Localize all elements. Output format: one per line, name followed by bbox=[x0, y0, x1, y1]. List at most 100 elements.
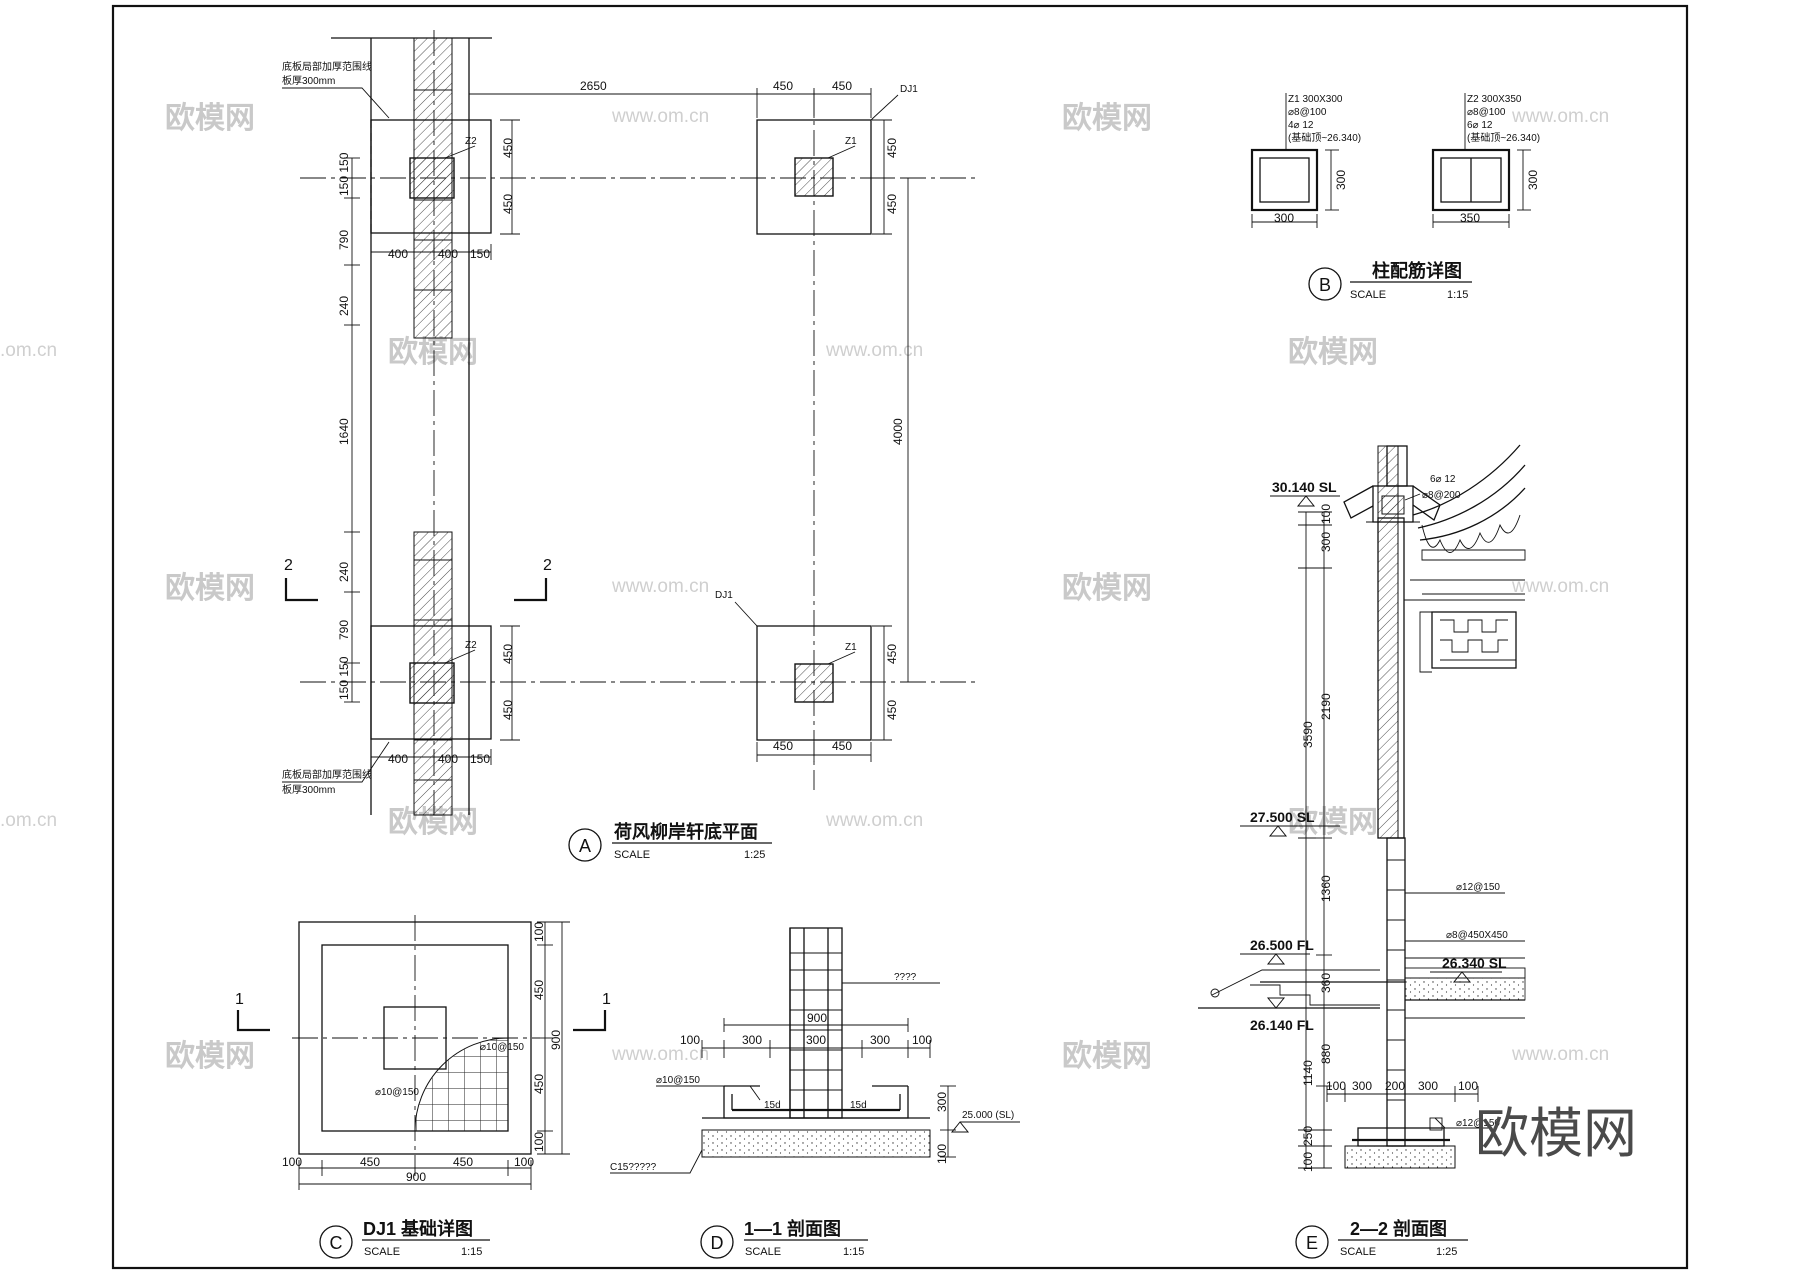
section-2-2: 100 300 2190 3590 1360 360 880 1140 250 … bbox=[1198, 444, 1526, 1259]
anchor-length: 15d bbox=[850, 1100, 867, 1111]
dim-1140: 1140 bbox=[1301, 1060, 1315, 1086]
dim-300: 300 bbox=[870, 1033, 890, 1047]
rebar-label: ⌀8@450X450 bbox=[1446, 930, 1508, 941]
footing-tag-dj1: DJ1 bbox=[900, 84, 918, 95]
column-tag-z2: Z2 bbox=[465, 640, 477, 651]
watermark-url: .om.cn bbox=[0, 340, 57, 361]
dim-150: 150 bbox=[470, 247, 490, 261]
view-label-d: D bbox=[711, 1233, 724, 1253]
dim-300: 300 bbox=[742, 1033, 762, 1047]
watermark-text: 欧模网 bbox=[165, 1040, 255, 1073]
dim-450: 450 bbox=[885, 194, 899, 214]
dim-400: 400 bbox=[388, 247, 408, 261]
dim-450: 450 bbox=[885, 644, 899, 664]
dim-3590: 3590 bbox=[1301, 721, 1315, 748]
view-label-b: B bbox=[1319, 275, 1331, 295]
z2-name: Z2 300X350 bbox=[1467, 94, 1522, 105]
dim-240: 240 bbox=[337, 296, 351, 316]
dim-150: 150 bbox=[470, 752, 490, 766]
z1-height: 300 bbox=[1334, 170, 1348, 190]
rebar-label: 6⌀ 12 bbox=[1430, 474, 1456, 485]
dim-4000: 4000 bbox=[891, 418, 905, 445]
dim-250: 250 bbox=[1301, 1126, 1315, 1146]
watermark-text: 欧模网 bbox=[1288, 336, 1378, 369]
scale-word: SCALE bbox=[614, 849, 650, 861]
dim-100: 100 bbox=[1319, 504, 1333, 524]
dim-300: 300 bbox=[806, 1033, 826, 1047]
section-11-scale: 1:15 bbox=[843, 1246, 864, 1258]
section-mark-1: 1 bbox=[235, 991, 244, 1008]
dim-450: 450 bbox=[832, 739, 852, 753]
dim-240: 240 bbox=[337, 562, 351, 582]
z2-height: 300 bbox=[1526, 170, 1540, 190]
watermark-logo: 欧模网 bbox=[1475, 1104, 1637, 1164]
dim-150-150: 150 150 bbox=[337, 152, 351, 196]
dim-360: 360 bbox=[1319, 973, 1333, 993]
note-concrete: C15????? bbox=[610, 1162, 657, 1173]
rebar-label: ⌀8@200 bbox=[1422, 490, 1461, 501]
section-22-title: 2—2 剖面图 bbox=[1350, 1218, 1447, 1239]
column-detail-title: 柱配筋详图 bbox=[1372, 260, 1462, 281]
watermark-text: 欧模网 bbox=[1062, 102, 1152, 135]
section-1-1: ???? 15d 15d ⌀10@150 25.000 (SL) C15????… bbox=[610, 927, 1020, 1259]
watermark-url: www.om.cn bbox=[1511, 1044, 1609, 1065]
watermark-url: www.om.cn bbox=[611, 1044, 709, 1065]
z1-width: 300 bbox=[1274, 211, 1294, 225]
dim-2190: 2190 bbox=[1319, 693, 1333, 720]
dim-450: 450 bbox=[532, 980, 546, 1000]
dim-2650: 2650 bbox=[580, 79, 607, 93]
anchor-length: 15d bbox=[764, 1100, 781, 1111]
dim-100: 100 bbox=[1301, 1152, 1315, 1172]
plan-view: Z2 Z2 Z1 DJ1 Z1 DJ1 底板局部加厚范围线 板厚300mm 底板… bbox=[282, 30, 975, 862]
column-tag-z2: Z2 bbox=[465, 136, 477, 147]
dim-450: 450 bbox=[773, 739, 793, 753]
watermark-url: www.om.cn bbox=[611, 106, 709, 127]
footing-detail-title: DJ1 基础详图 bbox=[363, 1218, 473, 1239]
scale-word: SCALE bbox=[745, 1246, 781, 1258]
column-tag-z1: Z1 bbox=[845, 642, 857, 653]
dim-450: 450 bbox=[532, 1074, 546, 1094]
watermark-url: www.om.cn bbox=[1511, 106, 1609, 127]
dim-450: 450 bbox=[501, 138, 515, 158]
z2-bars: 6⌀ 12 bbox=[1467, 120, 1493, 131]
z2-range: (基础顶~26.340) bbox=[1467, 131, 1540, 144]
footing-detail-scale: 1:15 bbox=[461, 1246, 482, 1258]
dim-790: 790 bbox=[337, 620, 351, 640]
dim-450: 450 bbox=[501, 644, 515, 664]
note-slab-thickness: 板厚300mm bbox=[282, 74, 335, 87]
view-label-e: E bbox=[1306, 1233, 1318, 1253]
plan-title: 荷风柳岸轩底平面 bbox=[614, 821, 758, 842]
rebar-label: ⌀12@150 bbox=[1456, 1118, 1500, 1129]
dim-900: 900 bbox=[549, 1030, 563, 1050]
view-label-c: C bbox=[330, 1233, 343, 1253]
watermark-text: 欧模网 bbox=[165, 102, 255, 135]
view-label-a: A bbox=[579, 836, 591, 856]
level-mark: 26.500 FL bbox=[1250, 937, 1314, 953]
watermark-url: .om.cn bbox=[0, 810, 57, 831]
z1-range: (基础顶~26.340) bbox=[1288, 131, 1361, 144]
dim-100: 100 bbox=[532, 922, 546, 942]
section-11-title: 1—1 剖面图 bbox=[744, 1218, 841, 1239]
z1-name: Z1 300X300 bbox=[1288, 94, 1343, 105]
section-mark-2: 2 bbox=[543, 557, 552, 574]
watermark-url: www.om.cn bbox=[825, 810, 923, 831]
dim-100: 100 bbox=[1458, 1079, 1478, 1093]
dim-100: 100 bbox=[282, 1155, 302, 1169]
plan-scale: 1:25 bbox=[744, 849, 765, 861]
dim-450: 450 bbox=[501, 700, 515, 720]
dim-150-150: 150 150 bbox=[337, 656, 351, 700]
section-22-scale: 1:25 bbox=[1436, 1246, 1457, 1258]
footing-detail: ⌀10@150 ⌀10@150 100 450 450 100 900 100 … bbox=[235, 915, 611, 1259]
rebar-label: ⌀12@150 bbox=[1456, 882, 1500, 893]
dim-790: 790 bbox=[337, 230, 351, 250]
dim-400: 400 bbox=[438, 752, 458, 766]
note-material: ???? bbox=[894, 972, 917, 983]
dim-100: 100 bbox=[912, 1033, 932, 1047]
dim-450: 450 bbox=[453, 1155, 473, 1169]
dim-400: 400 bbox=[388, 752, 408, 766]
dim-100: 100 bbox=[680, 1033, 700, 1047]
dim-100: 100 bbox=[514, 1155, 534, 1169]
dim-300: 300 bbox=[1418, 1079, 1438, 1093]
z1-stirrup: ⌀8@100 bbox=[1288, 107, 1327, 118]
